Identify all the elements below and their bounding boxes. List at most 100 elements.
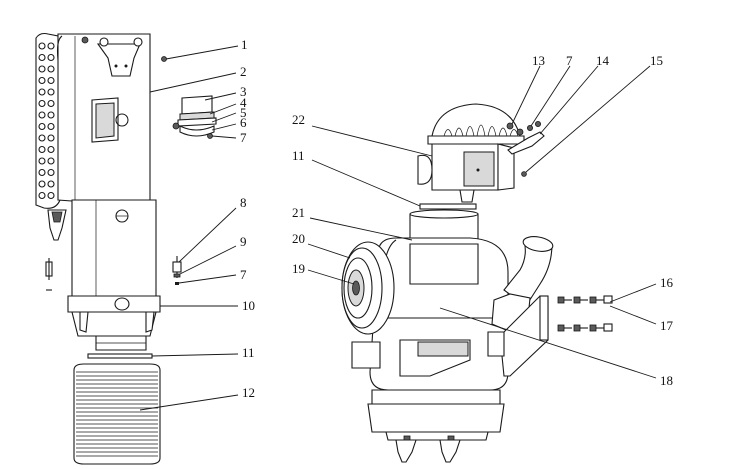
precleaner-dome-rim <box>427 135 525 145</box>
outlet-elbow-mouth <box>522 236 554 252</box>
bolt-head <box>557 296 565 304</box>
precleaner-box-side <box>497 143 515 191</box>
taper-rib <box>79 311 89 333</box>
perforation-hole <box>38 111 46 119</box>
right-foot <box>487 331 505 357</box>
perforation-hole <box>38 145 46 154</box>
leader-12 <box>139 394 239 411</box>
part-6-clamp <box>179 125 215 137</box>
lower-intake-window <box>417 341 469 357</box>
perforation-hole <box>38 88 46 96</box>
perforation-hole <box>47 53 55 62</box>
perforation-hole <box>38 53 46 62</box>
perforation-hole <box>47 88 55 96</box>
callout-6: 6 <box>240 115 247 130</box>
perforation-hole <box>47 191 55 200</box>
lower-cylinder-body <box>71 199 157 303</box>
callout-8: 8 <box>240 195 247 210</box>
callout-17: 17 <box>660 318 674 333</box>
dust-valve-band <box>51 211 63 223</box>
part-13-nut <box>506 122 514 130</box>
leader-6 <box>211 123 237 131</box>
perforation-hole <box>47 111 55 119</box>
precleaner-dome <box>431 103 521 137</box>
leader-5 <box>211 112 237 123</box>
callout-5: 5 <box>240 105 247 120</box>
callout-12: 12 <box>242 385 255 400</box>
leader-17 <box>609 305 657 325</box>
callout-14: 14 <box>596 53 610 68</box>
dome-slat <box>443 129 453 137</box>
perforation-hole <box>47 42 55 50</box>
perforation-hole <box>38 168 46 177</box>
callout-13: 13 <box>532 53 545 68</box>
dome-slat <box>487 126 497 137</box>
bolt-set <box>557 295 613 332</box>
leader-7a <box>211 135 237 139</box>
dome-slat <box>498 127 508 137</box>
perforation-hole <box>38 76 46 85</box>
bolt-head <box>557 324 565 332</box>
part-15-screw <box>521 171 527 177</box>
precleaner-window-bolt <box>476 168 480 172</box>
part-7-small-nut <box>175 282 179 285</box>
perforation-hole <box>38 180 46 188</box>
sensor-port <box>115 113 129 127</box>
callout-3: 3 <box>240 84 247 99</box>
precleaner-dome-slats <box>443 124 519 137</box>
gasket-ring-right <box>419 203 477 210</box>
callout-22: 22 <box>292 112 305 127</box>
leader-2 <box>149 72 237 93</box>
part-3-cover <box>181 95 213 115</box>
leader-7c <box>530 65 571 127</box>
leader-22 <box>311 125 433 157</box>
top-fitting <box>81 36 89 44</box>
bracket-hole <box>124 64 128 68</box>
end-cover-nut <box>352 280 360 296</box>
part-9-washer <box>173 273 181 278</box>
mounting-bracket-plate <box>539 295 549 341</box>
perforation-hole <box>38 134 46 142</box>
dust-valve <box>47 209 67 241</box>
bracket-hole <box>114 64 118 68</box>
precleaner-side-scoop <box>417 154 433 185</box>
taper-rib <box>145 311 155 333</box>
gasket-ring-left <box>87 353 153 359</box>
callout-4: 4 <box>240 95 247 110</box>
bellows-hose <box>73 363 161 465</box>
inlet-tube-top <box>409 209 479 219</box>
leader-13 <box>511 65 541 125</box>
perforation-hole <box>38 99 46 108</box>
part-1-plug <box>161 56 167 62</box>
leader-11b <box>311 159 421 207</box>
perforation-hole <box>38 122 46 131</box>
bolt-nut <box>603 295 613 304</box>
leader-18 <box>439 307 657 379</box>
bottom-lip <box>385 431 489 441</box>
leader-14 <box>539 65 599 135</box>
leader-7b <box>178 274 237 284</box>
perforation-hole <box>47 65 55 73</box>
part-8-indicator <box>172 261 182 273</box>
callout-9: 9 <box>240 234 247 249</box>
bracket-bolt-right <box>133 37 143 47</box>
precleaner-stub <box>459 189 475 203</box>
perforation-holes <box>38 42 55 200</box>
inlet-tube-front <box>409 243 479 285</box>
leader-1 <box>165 45 239 60</box>
perforation-hole <box>47 180 55 188</box>
bracket-bolt-left <box>99 37 109 47</box>
part-13-nut <box>516 128 524 136</box>
leader-15 <box>525 65 651 173</box>
right-air-cleaner-assembly <box>341 103 613 463</box>
perforation-hole <box>47 168 55 177</box>
leader-21 <box>309 217 413 241</box>
part-7-nut <box>535 121 542 128</box>
part-7-nut <box>527 125 534 132</box>
dust-valve-left <box>395 439 417 463</box>
bolt-head <box>589 296 597 304</box>
bolt-nut <box>603 323 613 332</box>
callout-2: 2 <box>240 64 247 79</box>
part-7-nut <box>207 133 213 139</box>
